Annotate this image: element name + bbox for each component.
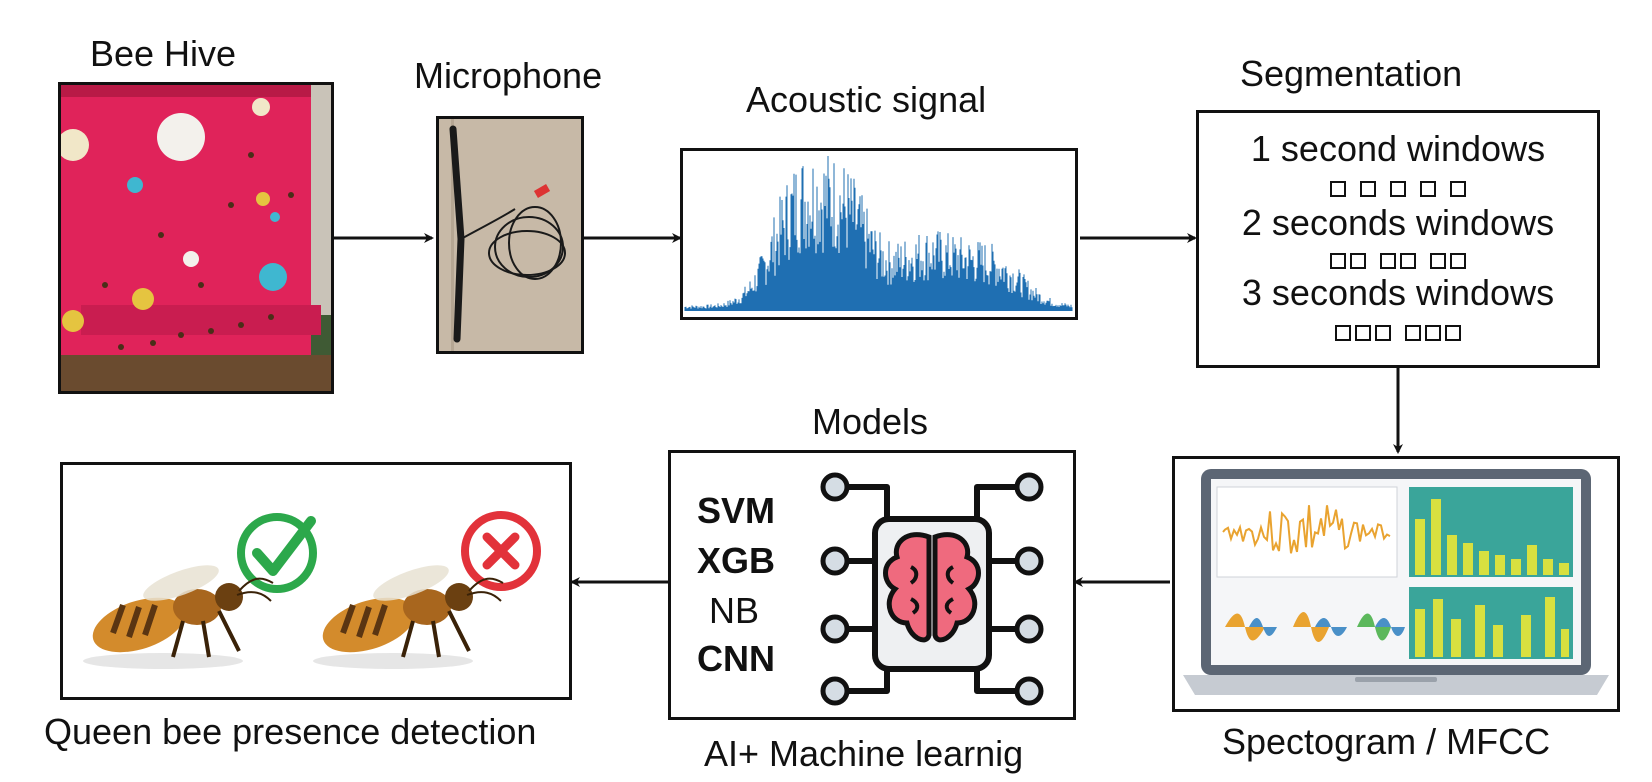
window-group xyxy=(1390,181,1406,197)
model-xgb: XGB xyxy=(697,540,776,581)
window-square xyxy=(1430,253,1446,269)
spectrogram-laptop-image xyxy=(1172,456,1620,712)
features-label: Spectogram / MFCC xyxy=(1222,721,1551,762)
window-square xyxy=(1405,325,1421,341)
window-square xyxy=(1330,253,1346,269)
window-square xyxy=(1425,325,1441,341)
signal-label: Acoustic signal xyxy=(746,79,987,120)
window-3s-label: 3 seconds windows xyxy=(1241,272,1555,313)
output-box xyxy=(60,462,572,700)
window-square xyxy=(1450,181,1466,197)
waveform-trace xyxy=(684,156,1073,311)
window-square xyxy=(1350,253,1366,269)
window-square xyxy=(1380,253,1396,269)
window-square xyxy=(1330,181,1346,197)
model-nb: NB xyxy=(709,590,760,631)
ai-brain-chip-icon xyxy=(820,472,1044,706)
models-caption: AI+ Machine learnig xyxy=(704,733,1024,774)
window-square xyxy=(1360,181,1376,197)
window-2s-squares xyxy=(1199,253,1597,269)
window-group xyxy=(1330,253,1366,269)
window-1s-label: 1 second windows xyxy=(1250,128,1546,169)
window-square xyxy=(1420,181,1436,197)
window-3s-squares xyxy=(1199,325,1597,341)
model-cnn: CNN xyxy=(697,638,775,679)
window-square xyxy=(1355,325,1371,341)
window-square xyxy=(1390,181,1406,197)
window-square xyxy=(1335,325,1351,341)
window-group xyxy=(1380,253,1416,269)
window-square xyxy=(1375,325,1391,341)
models-title: Models xyxy=(812,401,929,442)
models-box: SVM XGB NB CNN xyxy=(668,450,1076,720)
check-icon xyxy=(237,513,317,593)
window-group xyxy=(1405,325,1461,341)
hive-label: Bee Hive xyxy=(90,33,237,74)
output-label: Queen bee presence detection xyxy=(44,711,537,752)
window-1s-squares xyxy=(1199,181,1597,197)
bee-right xyxy=(313,565,504,669)
window-2s-label: 2 seconds windows xyxy=(1241,202,1555,243)
window-group xyxy=(1335,325,1391,341)
window-group xyxy=(1450,181,1466,197)
cross-icon xyxy=(461,511,541,591)
window-group xyxy=(1360,181,1376,197)
waveform-plot xyxy=(680,148,1078,320)
segmentation-label: Segmentation xyxy=(1240,53,1463,94)
window-group xyxy=(1330,181,1346,197)
window-square xyxy=(1445,325,1461,341)
hive-image xyxy=(58,82,334,394)
microphone-label: Microphone xyxy=(414,55,603,96)
window-square xyxy=(1450,253,1466,269)
bee-left xyxy=(83,565,274,669)
segmentation-box: 1 second windows 2 seconds windows 3 sec… xyxy=(1196,110,1600,368)
model-svm: SVM xyxy=(697,490,776,531)
window-group xyxy=(1430,253,1466,269)
microphone-image xyxy=(436,116,584,354)
window-group xyxy=(1420,181,1436,197)
window-square xyxy=(1400,253,1416,269)
